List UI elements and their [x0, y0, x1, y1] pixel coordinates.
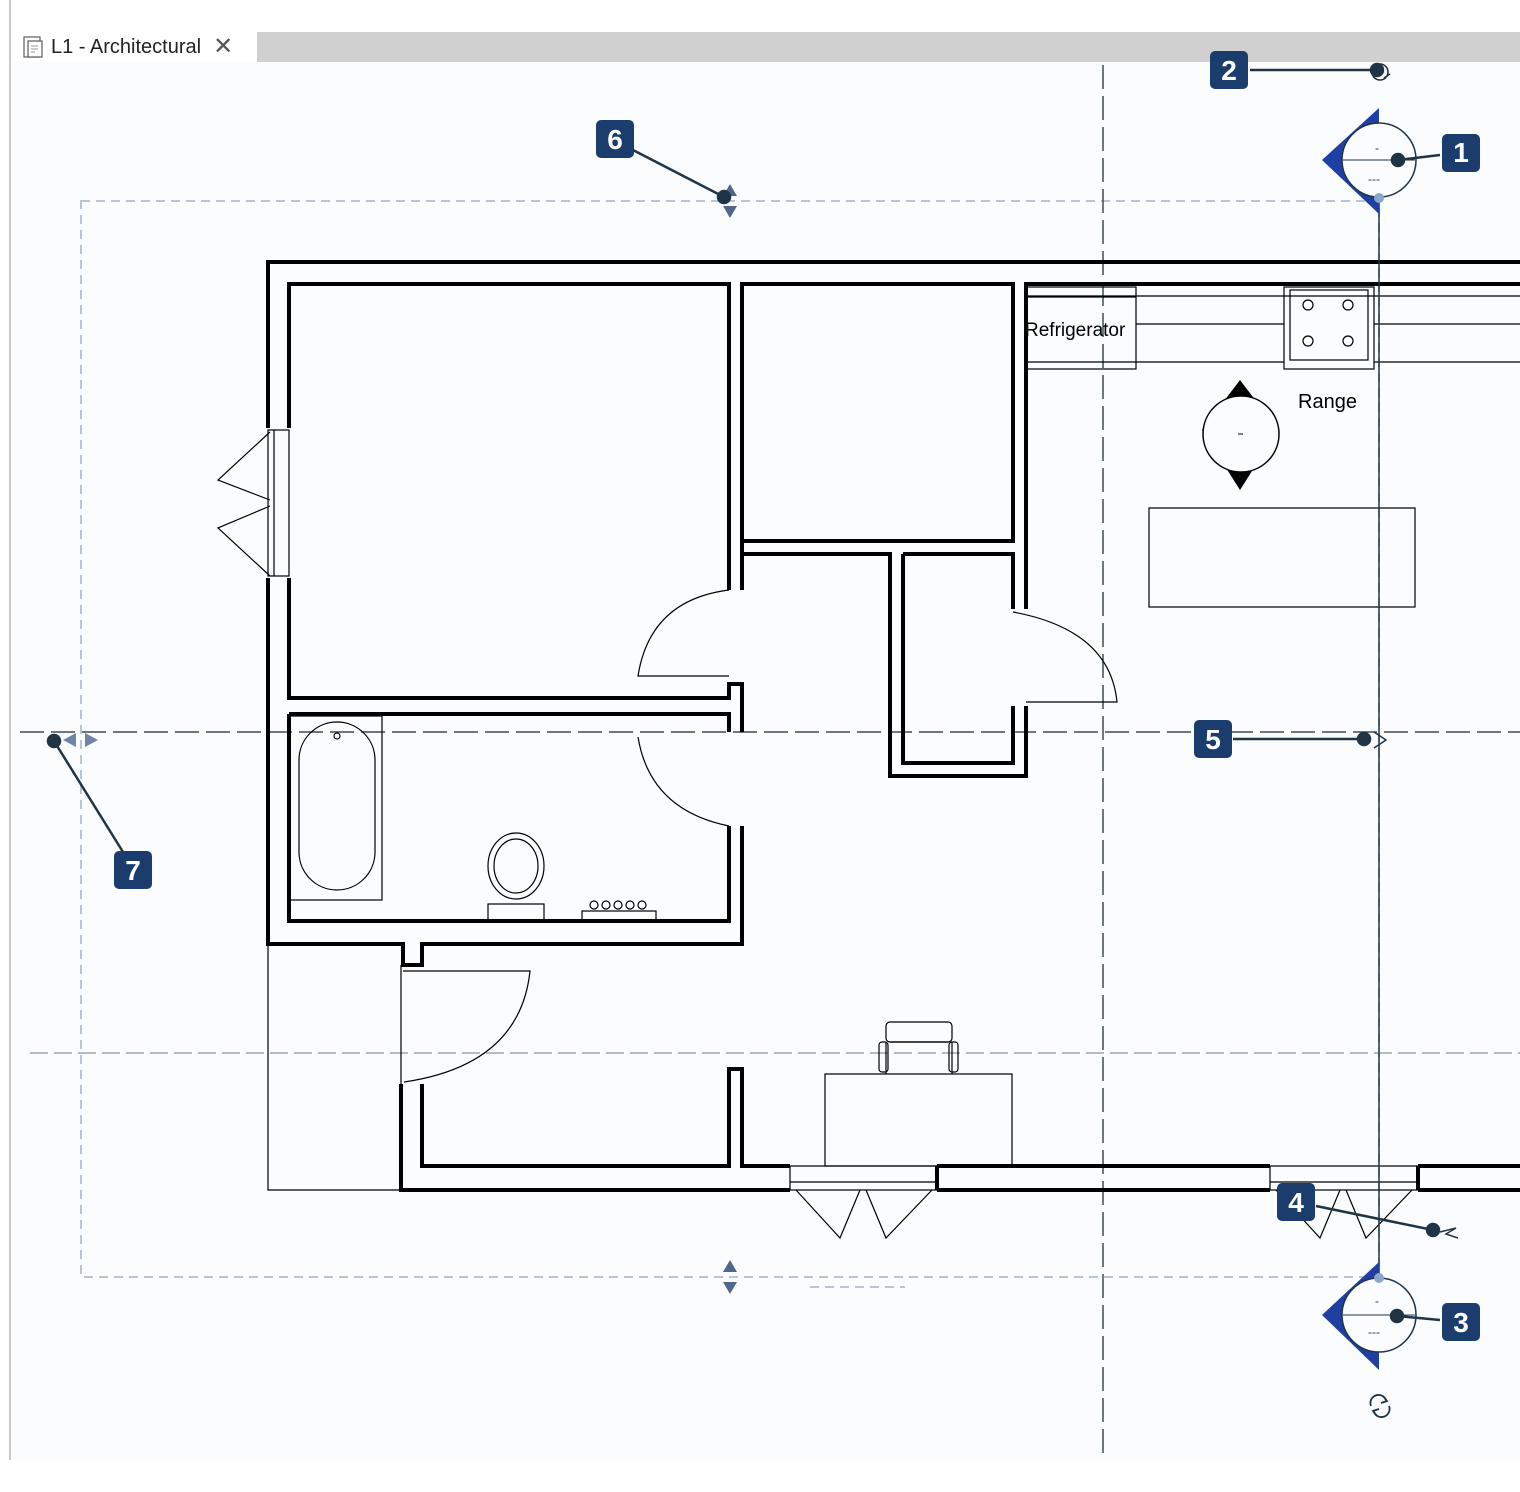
section-head-top[interactable]: - --- — [1322, 108, 1417, 214]
doors[interactable] — [403, 589, 1419, 1240]
view-tab-title: L1 - Architectural — [51, 35, 202, 58]
callout-leaders — [46, 62, 1441, 1324]
section-head-bottom[interactable]: - --- — [1322, 1262, 1417, 1370]
callout-4-label: 4 — [1288, 1187, 1304, 1218]
callout-5-label: 5 — [1205, 724, 1221, 755]
callout-3: 3 — [1442, 1303, 1480, 1341]
bathroom-fixtures[interactable] — [288, 715, 657, 922]
crop-drag-handle-left[interactable] — [63, 733, 98, 747]
crop-drag-handle-bottom[interactable] — [723, 1260, 737, 1294]
drawing-canvas[interactable] — [13, 62, 1520, 1460]
callout-7: 7 — [114, 851, 152, 889]
kitchen-casework[interactable] — [1025, 286, 1520, 608]
svg-text:---: --- — [1368, 1325, 1380, 1339]
callout-6-label: 6 — [607, 124, 623, 155]
callout-3-label: 3 — [1453, 1307, 1469, 1338]
callout-7-label: 7 — [125, 855, 141, 886]
callout-4: 4 — [1277, 1183, 1315, 1221]
callout-6: 6 — [596, 120, 634, 158]
svg-text:-: - — [1375, 141, 1379, 155]
callout-5: 5 — [1194, 720, 1232, 758]
close-icon[interactable]: ✕ — [213, 33, 234, 60]
view-plan-icon — [21, 35, 45, 59]
break-line-control[interactable] — [1439, 1227, 1459, 1239]
svg-text:---: --- — [1368, 172, 1380, 186]
view-tab[interactable]: L1 - Architectural ✕ — [13, 32, 257, 62]
left-panel-edge — [0, 0, 11, 1460]
west-window[interactable] — [216, 429, 290, 577]
range-label: Range — [1298, 391, 1357, 413]
site-lines — [267, 944, 402, 1191]
refrigerator-label: Refrigerator — [1025, 320, 1126, 341]
callout-2-label: 2 — [1221, 55, 1237, 86]
kitchen-elevation-tag[interactable] — [1202, 380, 1280, 490]
callout-1-label: 1 — [1453, 137, 1469, 168]
segment-handle[interactable] — [1373, 731, 1388, 749]
callout-1: 1 — [1442, 134, 1480, 172]
svg-text:-: - — [1375, 1294, 1379, 1308]
desk-and-chair[interactable] — [824, 1021, 1013, 1167]
callout-2: 2 — [1210, 51, 1248, 89]
view-tab-bar — [13, 32, 1520, 62]
cycle-section-head-icon[interactable] — [1369, 1394, 1391, 1418]
